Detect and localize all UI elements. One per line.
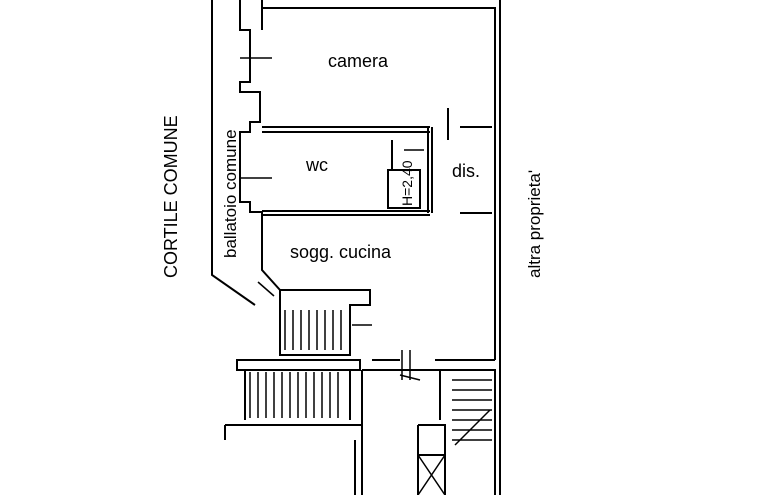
wc-label: wc — [305, 155, 328, 175]
cortile-label: CORTILE COMUNE — [161, 115, 181, 278]
stair-treads — [249, 310, 492, 446]
dis-label: dis. — [452, 161, 480, 181]
plan-walls — [211, 0, 501, 495]
altra-proprieta-label: altra proprieta' — [525, 170, 544, 278]
ballatoio-label: ballatoio comune — [221, 129, 240, 258]
height-note-label: H=2,40 — [399, 160, 415, 206]
window-marks — [240, 57, 424, 381]
soggiorno-cucina-label: sogg. cucina — [290, 242, 392, 262]
lift-shaft-cross — [417, 454, 446, 495]
camera-label: camera — [328, 51, 389, 71]
